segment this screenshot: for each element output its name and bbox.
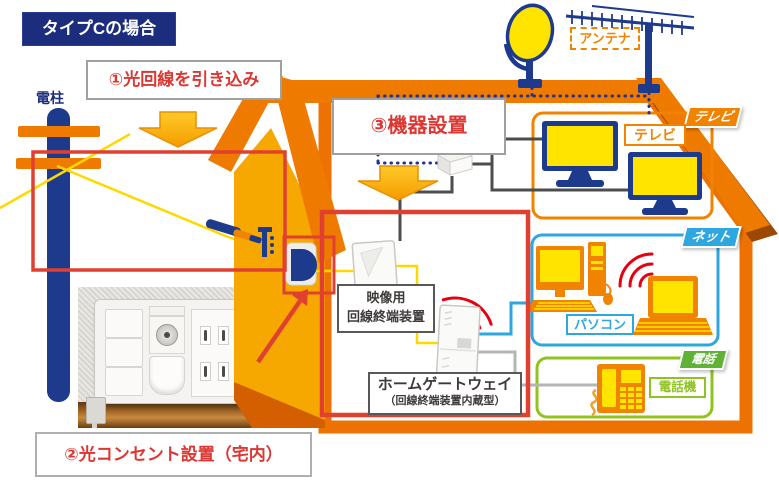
step2-label: ②光コンセント設置（宅内）: [35, 432, 312, 477]
phone-label: 電話機: [649, 377, 706, 398]
antenna-label: アンテナ: [570, 27, 640, 50]
phone-cord: [590, 388, 598, 417]
tv-label: テレビ: [624, 124, 686, 146]
coax-ring: [156, 324, 178, 346]
cable-connector: [86, 397, 106, 424]
wall-bracket-icon: [258, 227, 274, 257]
optical-outlet-icon: [285, 242, 317, 286]
net-zone-tab: ネット: [680, 226, 742, 248]
lan-cable: [478, 301, 540, 336]
home-gateway-label-line1: ホームゲートウェイ: [377, 376, 513, 393]
phone-icon: [590, 364, 645, 417]
roof-right-slope: [636, 78, 770, 233]
laptop-icon: [633, 276, 713, 335]
tv-icon: [628, 152, 702, 215]
satellite-dish-icon: [503, 3, 555, 88]
cable: [92, 422, 97, 428]
tv-zone-tab: テレビ: [683, 106, 743, 128]
step1-label: ①光回線を引き込み: [86, 60, 282, 100]
pc-label: パソコン: [566, 314, 634, 335]
label-plate: [149, 306, 185, 316]
video-onu-label-line2: 回線終端装置: [346, 308, 425, 324]
outlet-slot: [218, 362, 229, 381]
video-onu-label-line1: 映像用: [366, 290, 406, 305]
blank-panel: [105, 309, 143, 338]
outlet-faceplate: [94, 299, 248, 404]
blank-panel: [105, 338, 143, 367]
outlet-slot: [200, 326, 211, 345]
cable-clamp-icon: [205, 219, 262, 244]
coax-pin: [164, 332, 170, 338]
phone-zone-tab: 電話: [677, 349, 729, 370]
optical-cover-flap: [149, 356, 185, 395]
power-outlet-panel: [191, 309, 237, 397]
coax-connector: [149, 316, 185, 354]
desktop-pc-icon: [526, 242, 613, 312]
wifi-waves-icon: [441, 296, 493, 334]
wifi-waves-icon: [618, 252, 654, 288]
down-arrow-icon: [138, 111, 218, 148]
outlet-highlight-box: [282, 235, 336, 295]
down-arrow-icon: [357, 165, 439, 201]
optical-outlet-photo: [78, 287, 258, 428]
home-gateway-label-line2: （回線終端装置内蔵型）: [384, 394, 506, 407]
blank-panel: [105, 367, 143, 396]
wood-shelf: [78, 402, 258, 428]
outlet-slot: [200, 362, 211, 381]
red-pointer-arrow: [256, 289, 308, 364]
step3-label: ③機器設置: [332, 98, 506, 155]
home-gateway-label: ホームゲートウェイ （回線終端装置内蔵型）: [368, 372, 522, 415]
step1-highlight-box: [31, 150, 287, 272]
page-title: タイプCの場合: [22, 12, 176, 46]
outlet-slot: [218, 326, 229, 345]
fiber-aerial-lines: [0, 132, 310, 272]
video-onu-label: 映像用 回線終端装置: [337, 284, 435, 333]
tv-icon: [542, 121, 618, 187]
utility-pole-label: 電柱: [36, 90, 64, 106]
